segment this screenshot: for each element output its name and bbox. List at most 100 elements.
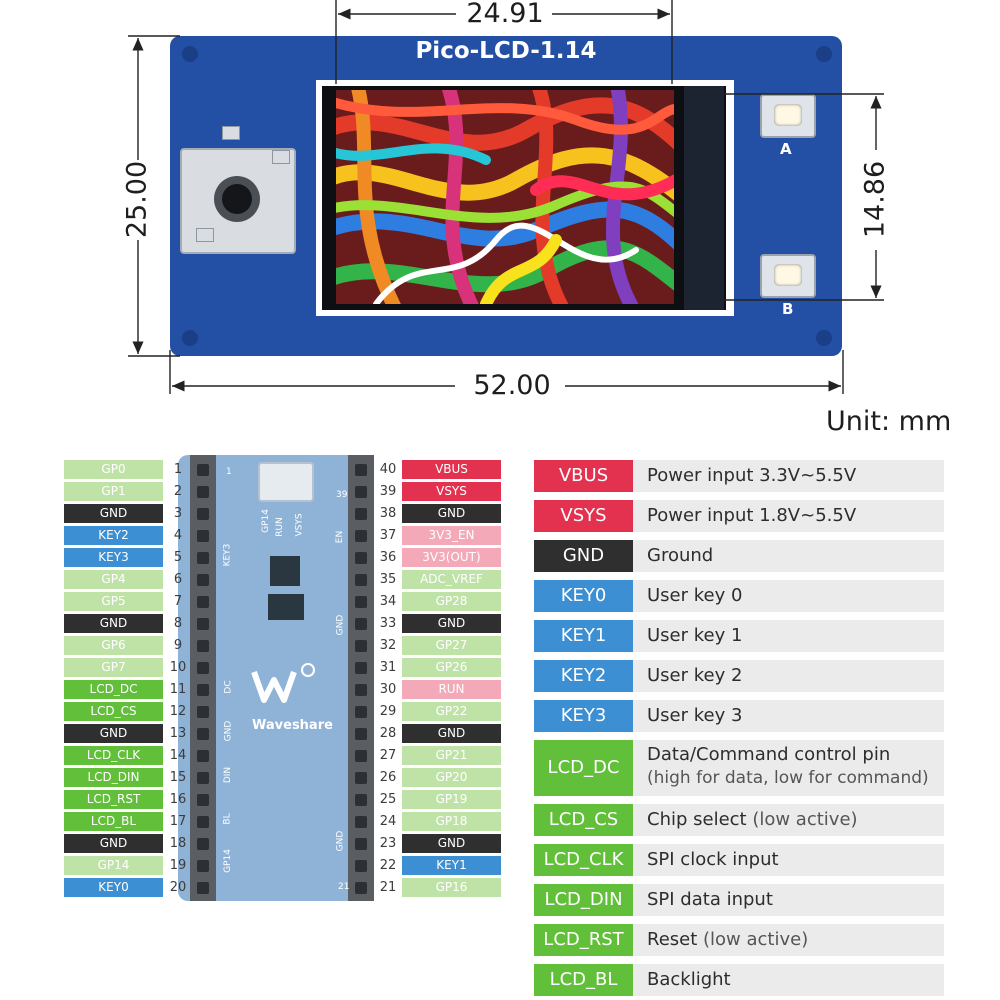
pin-description-text: Backlight (647, 969, 731, 990)
pin-pad (197, 750, 209, 762)
pin-description: Backlight (647, 964, 731, 996)
pin-number-left: 10 (169, 660, 187, 675)
mounting-hole (182, 330, 198, 346)
pin-name-badge: KEY2 (534, 660, 633, 692)
pin-number-right: 22 (379, 858, 397, 873)
pin-description-text: SPI data input (647, 889, 773, 910)
pico-label: 39 (336, 490, 348, 500)
pin-description: Reset (low active) (647, 924, 808, 956)
pin-pad (355, 574, 367, 586)
pin-number-left: 6 (173, 572, 183, 587)
pin-name-badge: LCD_DIN (534, 884, 633, 916)
pin-name-badge: LCD_RST (534, 924, 633, 956)
pico-label: RUN (274, 517, 285, 537)
dim-board-width: 52.00 (473, 370, 551, 401)
pin-label-right: VSYS (402, 482, 501, 501)
pico-label: DIN (223, 766, 234, 784)
pin-number-right: 37 (379, 528, 397, 543)
pin-pad (197, 684, 209, 696)
pin-number-right: 26 (379, 770, 397, 785)
pin-number-right: 33 (379, 616, 397, 631)
pin-label-left: GND (64, 614, 163, 633)
pin-description: Ground (647, 540, 713, 572)
joystick-pad (196, 228, 214, 242)
pin-name-badge: KEY0 (534, 580, 633, 612)
pin-pad (197, 860, 209, 872)
pin-description: User key 2 (647, 660, 742, 692)
pin-pad (355, 464, 367, 476)
pin-label-left: GP1 (64, 482, 163, 501)
pin-header-right (348, 455, 374, 901)
pin-description: User key 0 (647, 580, 742, 612)
pin-pad (197, 574, 209, 586)
pin-description: User key 1 (647, 620, 742, 652)
pin-label-left: GND (64, 504, 163, 523)
button-b[interactable] (760, 254, 816, 298)
pin-label-right: GP21 (402, 746, 501, 765)
pin-pad (197, 882, 209, 894)
pico-label: BL (222, 813, 233, 825)
pin-label-right: GP16 (402, 878, 501, 897)
pin-name-badge: LCD_BL (534, 964, 633, 996)
pin-pad (197, 508, 209, 520)
pin-pad (197, 772, 209, 784)
pin-label-left: LCD_RST (64, 790, 163, 809)
pin-label-left: GP14 (64, 856, 163, 875)
usb-connector (258, 462, 314, 502)
pico-label: GND (223, 720, 234, 742)
pico-label: KEY3 (222, 543, 233, 567)
pin-number-left: 1 (173, 462, 183, 477)
pin-number-left: 16 (169, 792, 187, 807)
pin-description-text: User key 0 (647, 585, 743, 606)
pin-pad (355, 596, 367, 608)
pin-description: SPI clock input (647, 844, 779, 876)
pin-pad (197, 728, 209, 740)
pin-pad (355, 662, 367, 674)
pin-description-note: (low active) (746, 809, 858, 830)
pin-label-right: GP19 (402, 790, 501, 809)
pin-description-note: (high for data, low for command) (647, 768, 929, 788)
pin-number-right: 35 (379, 572, 397, 587)
pin-number-right: 31 (379, 660, 397, 675)
pin-pad (355, 728, 367, 740)
pin-label-left: KEY0 (64, 878, 163, 897)
pin-name-badge: KEY3 (534, 700, 633, 732)
pin-number-left: 9 (173, 638, 183, 653)
pin-number-left: 7 (173, 594, 183, 609)
pico-label: GP14 (222, 849, 233, 873)
pin-pad (355, 794, 367, 806)
pin-number-right: 38 (379, 506, 397, 521)
pin-number-right: 32 (379, 638, 397, 653)
pin-description: Chip select (low active) (647, 804, 858, 836)
pin-number-left: 2 (173, 484, 183, 499)
pin-pad (197, 464, 209, 476)
pin-pad (355, 838, 367, 850)
waveshare-text: Waveshare (252, 718, 333, 733)
pin-label-right: GP28 (402, 592, 501, 611)
pin-description-text: SPI clock input (647, 849, 779, 870)
dim-screen-width: 24.91 (466, 0, 544, 29)
pin-name-badge: LCD_CS (534, 804, 633, 836)
chip (270, 556, 300, 586)
pin-pad (355, 860, 367, 872)
pin-label-left: LCD_DIN (64, 768, 163, 787)
dim-board-height: 25.00 (121, 160, 153, 239)
pin-label-right: GND (402, 504, 501, 523)
pin-number-left: 12 (169, 704, 187, 719)
pin-description-text: Reset (647, 929, 698, 950)
pin-label-right: RUN (402, 680, 501, 699)
pin-number-right: 30 (379, 682, 397, 697)
button-a[interactable] (760, 94, 816, 138)
pin-number-left: 18 (169, 836, 187, 851)
pin-label-right: GP27 (402, 636, 501, 655)
pin-number-right: 39 (379, 484, 397, 499)
button-a-label: A (780, 140, 792, 158)
button-b-label: B (782, 300, 794, 318)
pin-pad (355, 618, 367, 630)
pin-description-text: User key 2 (647, 665, 743, 686)
pin-description-text: Power input 1.8V~5.5V (647, 505, 857, 526)
board-title: Pico-LCD-1.14 (415, 38, 597, 64)
pin-label-left: LCD_DC (64, 680, 163, 699)
pin-label-left: LCD_BL (64, 812, 163, 831)
pin-pad (355, 486, 367, 498)
